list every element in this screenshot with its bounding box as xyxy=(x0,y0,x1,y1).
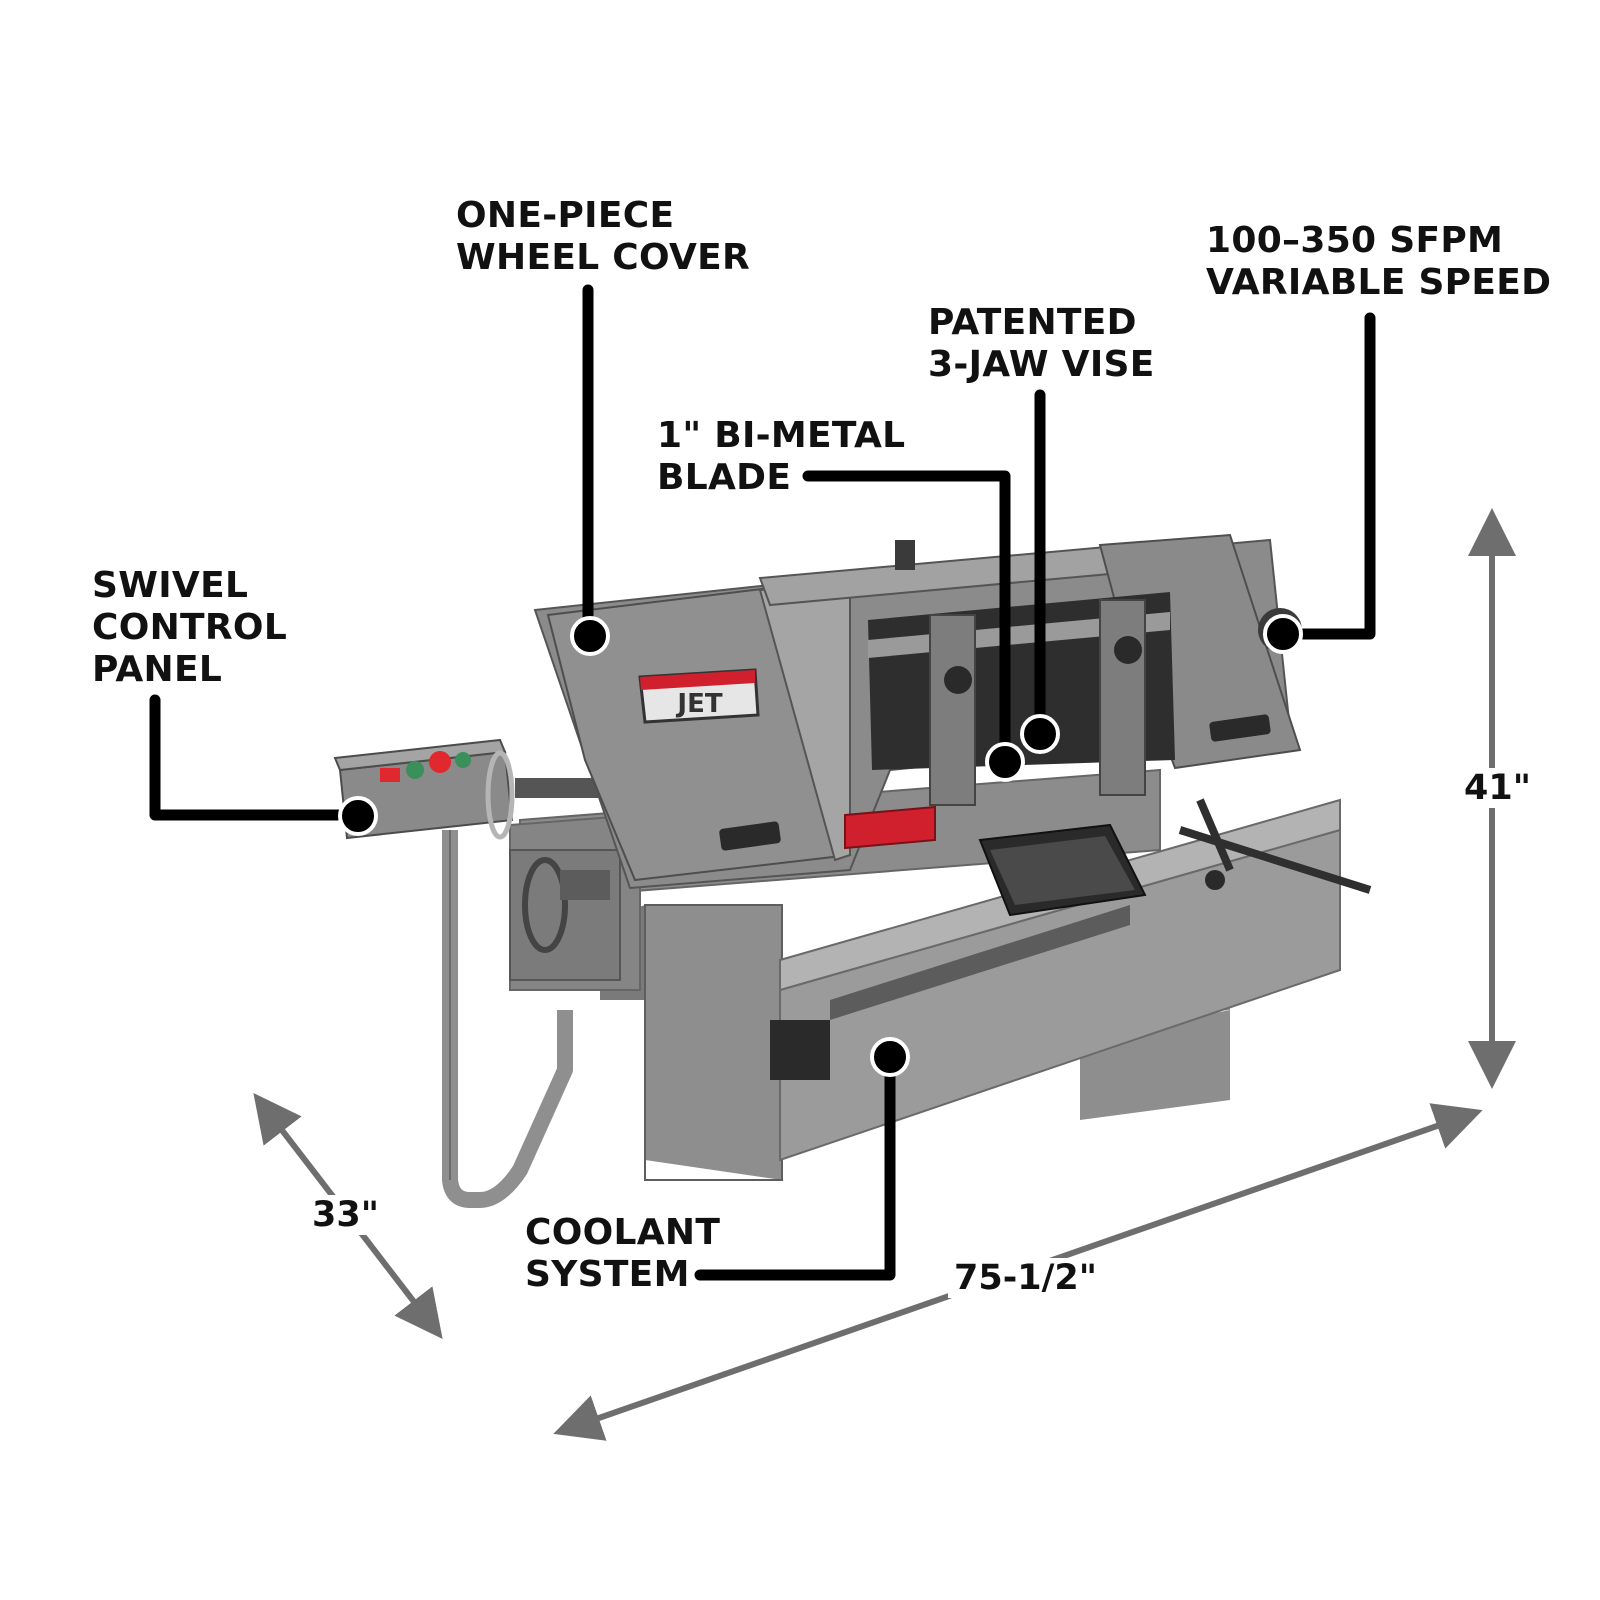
callout-wheel-cover-line2: WHEEL COVER xyxy=(456,237,751,278)
leader-blade xyxy=(802,470,1011,766)
dot-blade xyxy=(985,742,1025,782)
callout-variable-speed: 100–350 SFPM VARIABLE SPEED xyxy=(1206,220,1551,304)
callout-control-panel: SWIVEL CONTROL PANEL xyxy=(92,565,287,691)
wheel-cover xyxy=(546,586,852,882)
callout-wheel-cover-line1: ONE-PIECE xyxy=(456,195,675,236)
callout-variable-speed-line1: 100–350 SFPM xyxy=(1206,220,1504,261)
dot-coolant xyxy=(870,1037,910,1077)
callout-variable-speed-line2: VARIABLE SPEED xyxy=(1206,262,1552,303)
blade-guard xyxy=(844,805,936,850)
saw-head: JET xyxy=(533,533,1302,890)
callout-vise-line1: PATENTED xyxy=(928,302,1137,343)
callout-control-panel-line3: PANEL xyxy=(92,649,223,690)
jet-logo-text: JET xyxy=(675,689,722,719)
callout-vise: PATENTED 3-JAW VISE xyxy=(928,302,1155,386)
callout-blade-line2: BLADE xyxy=(657,457,792,498)
motor-housing xyxy=(509,849,621,981)
leader-lines xyxy=(149,284,1376,1281)
callout-blade: 1" BI-METAL BLADE xyxy=(657,415,905,499)
callout-coolant: COOLANT SYSTEM xyxy=(525,1212,720,1296)
dimension-depth-label: 33" xyxy=(306,1195,385,1235)
callout-control-panel-line2: CONTROL xyxy=(92,607,288,648)
leader-coolant xyxy=(694,1049,896,1281)
chip-tray xyxy=(978,823,1147,917)
callout-vise-line2: 3-JAW VISE xyxy=(928,344,1155,385)
dimension-height-label: 41" xyxy=(1458,768,1537,808)
callout-coolant-line1: COOLANT xyxy=(525,1212,721,1253)
dot-variable-speed xyxy=(1263,614,1303,654)
dot-vise xyxy=(1020,714,1060,754)
vise-handle xyxy=(1178,798,1372,894)
dot-control-panel xyxy=(338,796,378,836)
dot-wheel-cover xyxy=(570,616,610,656)
dimension-width-label: 75-1/2" xyxy=(948,1258,1103,1298)
control-panel-box xyxy=(333,738,515,840)
swivel-arm xyxy=(442,778,615,1208)
callout-wheel-cover: ONE-PIECE WHEEL COVER xyxy=(456,195,750,279)
callout-coolant-line2: SYSTEM xyxy=(525,1254,690,1295)
callout-blade-line1: 1" BI-METAL xyxy=(657,415,906,456)
leader-control-panel xyxy=(149,694,361,821)
leader-endpoints xyxy=(338,614,1303,1077)
callout-control-panel-line1: SWIVEL xyxy=(92,565,249,606)
leader-variable-speed xyxy=(1279,312,1376,640)
